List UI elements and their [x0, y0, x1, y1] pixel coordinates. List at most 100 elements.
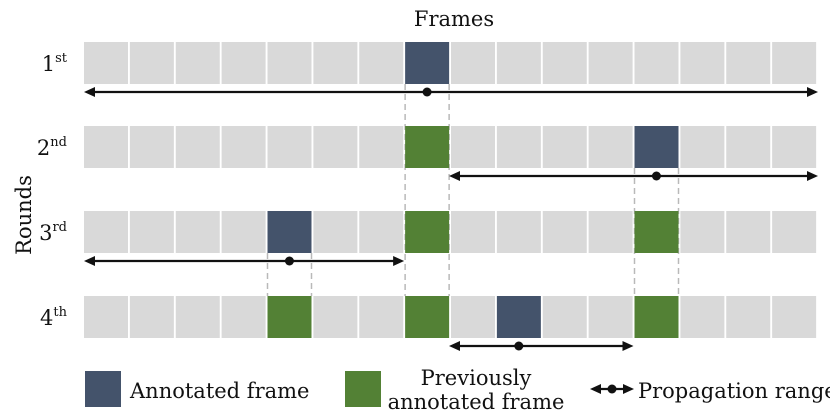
round-suffix: rd	[52, 220, 67, 235]
legend-previous-swatch	[345, 371, 381, 407]
arrowhead-right	[807, 171, 818, 181]
frame-cell	[221, 296, 266, 338]
frame-cell	[680, 126, 725, 168]
frame-cell	[542, 296, 587, 338]
frame-cell	[84, 211, 128, 253]
frame-cell	[313, 126, 358, 168]
diagram-title: Frames	[414, 7, 494, 31]
legend-arrow-dot	[607, 384, 617, 394]
frame-cell	[588, 42, 633, 84]
legend-propagation-arrow-icon	[590, 384, 634, 394]
legend-previous-label-line1: Previously	[421, 366, 532, 390]
previous-frame-cell	[634, 296, 679, 338]
round-number: 4	[40, 306, 53, 330]
frame-cell	[267, 126, 312, 168]
round-label: 1st	[42, 51, 68, 76]
frame-cell	[634, 42, 679, 84]
frame-cell	[267, 42, 312, 84]
frame-cell	[588, 296, 633, 338]
frame-cell	[221, 211, 266, 253]
frame-cell	[726, 211, 771, 253]
annotated-frame-cell	[634, 126, 679, 168]
frame-cell	[772, 296, 817, 338]
annotated-frame-cell	[405, 42, 450, 84]
round-label: 3rd	[39, 220, 67, 245]
frame-cell	[496, 126, 541, 168]
legend-arrowhead-left	[590, 384, 601, 394]
previous-frame-cell	[405, 211, 450, 253]
legend-annotated-label: Annotated frame	[129, 379, 309, 403]
round-row: 2nd	[37, 126, 818, 181]
propagation-arrow	[84, 256, 405, 266]
frame-cell	[542, 42, 587, 84]
frame-cell	[680, 211, 725, 253]
legend-arrowhead-right	[623, 384, 634, 394]
frame-cell	[588, 126, 633, 168]
round-row: 4th	[40, 296, 817, 351]
frame-cell	[84, 296, 128, 338]
propagation-arrow	[449, 171, 818, 181]
frame-cell	[221, 42, 266, 84]
arrowhead-left	[449, 171, 460, 181]
round-number: 3	[39, 221, 52, 245]
frame-cell	[221, 126, 266, 168]
frame-cell	[542, 126, 587, 168]
frame-cell	[772, 211, 817, 253]
frame-cell	[772, 126, 817, 168]
arrowhead-right	[807, 87, 818, 97]
frame-guide-lines	[266, 84, 680, 296]
round-suffix: st	[55, 51, 68, 66]
frame-cell	[359, 126, 404, 168]
frame-cell	[726, 42, 771, 84]
legend-annotated-swatch	[85, 371, 121, 407]
frame-cell	[726, 126, 771, 168]
frame-cell	[129, 296, 174, 338]
frame-cell	[451, 42, 495, 84]
frame-cell	[129, 211, 174, 253]
frame-cell	[680, 42, 725, 84]
round-number: 1	[42, 52, 55, 76]
propagation-origin-dot	[651, 171, 661, 181]
frame-cell	[175, 126, 220, 168]
legend: Annotated frame Previously annotated fra…	[85, 366, 830, 414]
round-label: 4th	[40, 305, 68, 330]
previous-frame-cell	[405, 126, 450, 168]
frame-cell	[542, 211, 587, 253]
frame-cell	[129, 126, 174, 168]
round-row: 1st	[42, 42, 818, 97]
propagation-origin-dot	[284, 256, 294, 266]
frame-cell	[175, 211, 220, 253]
frame-cell	[313, 296, 358, 338]
frame-cell	[588, 211, 633, 253]
propagation-origin-dot	[422, 87, 432, 97]
arrowhead-left	[84, 87, 95, 97]
frame-cell	[496, 211, 541, 253]
round-row: 3rd	[39, 211, 817, 266]
frame-cell	[313, 211, 358, 253]
previous-frame-cell	[267, 296, 312, 338]
frame-cell	[680, 296, 725, 338]
round-label: 2nd	[37, 135, 67, 160]
frame-cell	[84, 42, 128, 84]
round-number: 2	[37, 136, 50, 160]
arrowhead-right	[393, 256, 405, 266]
frame-cell	[175, 42, 220, 84]
frame-cell	[451, 126, 495, 168]
annotated-frame-cell	[267, 211, 312, 253]
round-suffix: th	[53, 305, 67, 320]
frame-cell	[359, 211, 404, 253]
frame-cell	[496, 42, 541, 84]
frame-cell	[772, 42, 817, 84]
propagation-origin-dot	[514, 341, 524, 351]
frame-cell	[129, 42, 174, 84]
previous-frame-cell	[405, 296, 450, 338]
frame-cell	[451, 211, 495, 253]
frame-cell	[359, 42, 404, 84]
frame-cell	[359, 296, 404, 338]
arrowhead-left	[84, 256, 95, 266]
legend-previous-label-line2: annotated frame	[388, 390, 565, 414]
frame-cell	[726, 296, 771, 338]
frame-cell	[313, 42, 358, 84]
annotated-frame-cell	[496, 296, 541, 338]
